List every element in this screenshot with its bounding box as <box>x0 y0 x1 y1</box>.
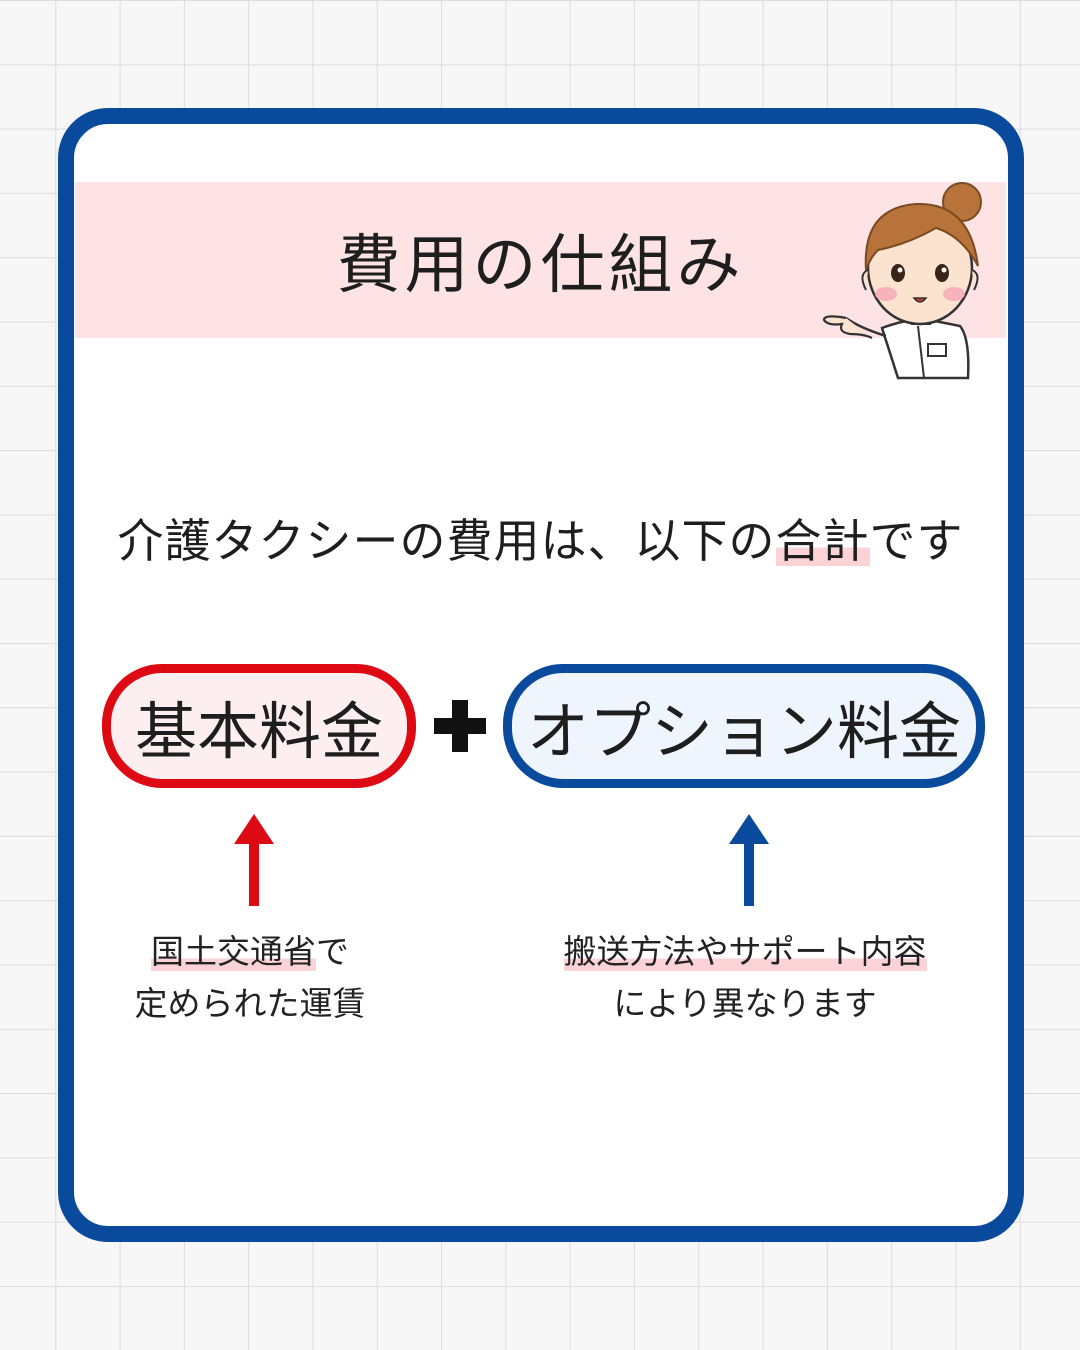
intro-prefix: 介護タクシーの費用は、以下の <box>117 514 776 568</box>
arrow-up-icon <box>729 814 769 906</box>
title-band <box>75 182 1006 338</box>
nurse-illustration <box>822 182 982 380</box>
intro-suffix: です <box>869 514 964 568</box>
basic-fee-label: 基本料金 <box>134 695 383 768</box>
option-note-line1: 搬送方法やサポート内容 <box>520 926 970 978</box>
basic-fee-note: 国土交通省で 定められた運賃 <box>90 926 410 1030</box>
arrow-up-icon <box>234 814 274 906</box>
option-fee-pill: オプション料金 <box>503 664 985 788</box>
intro-highlight: 合計 <box>775 514 870 568</box>
basic-note-line1: 国土交通省で <box>90 926 410 978</box>
option-note-line2: により異なります <box>613 984 877 1023</box>
page-title: 費用の仕組み <box>336 229 745 303</box>
basic-note-line1-rest: で <box>316 932 349 971</box>
option-fee-note: 搬送方法やサポート内容 により異なります <box>520 926 970 1030</box>
option-note-highlight: 搬送方法やサポート内容 <box>563 932 927 971</box>
basic-note-highlight: 国土交通省 <box>151 932 316 971</box>
basic-note-line2: 定められた運賃 <box>134 984 366 1023</box>
basic-fee-pill: 基本料金 <box>102 664 416 788</box>
plus-icon <box>434 700 486 752</box>
intro-text: 介護タクシーの費用は、以下の合計です <box>75 505 1006 571</box>
option-fee-label: オプション料金 <box>526 695 961 768</box>
